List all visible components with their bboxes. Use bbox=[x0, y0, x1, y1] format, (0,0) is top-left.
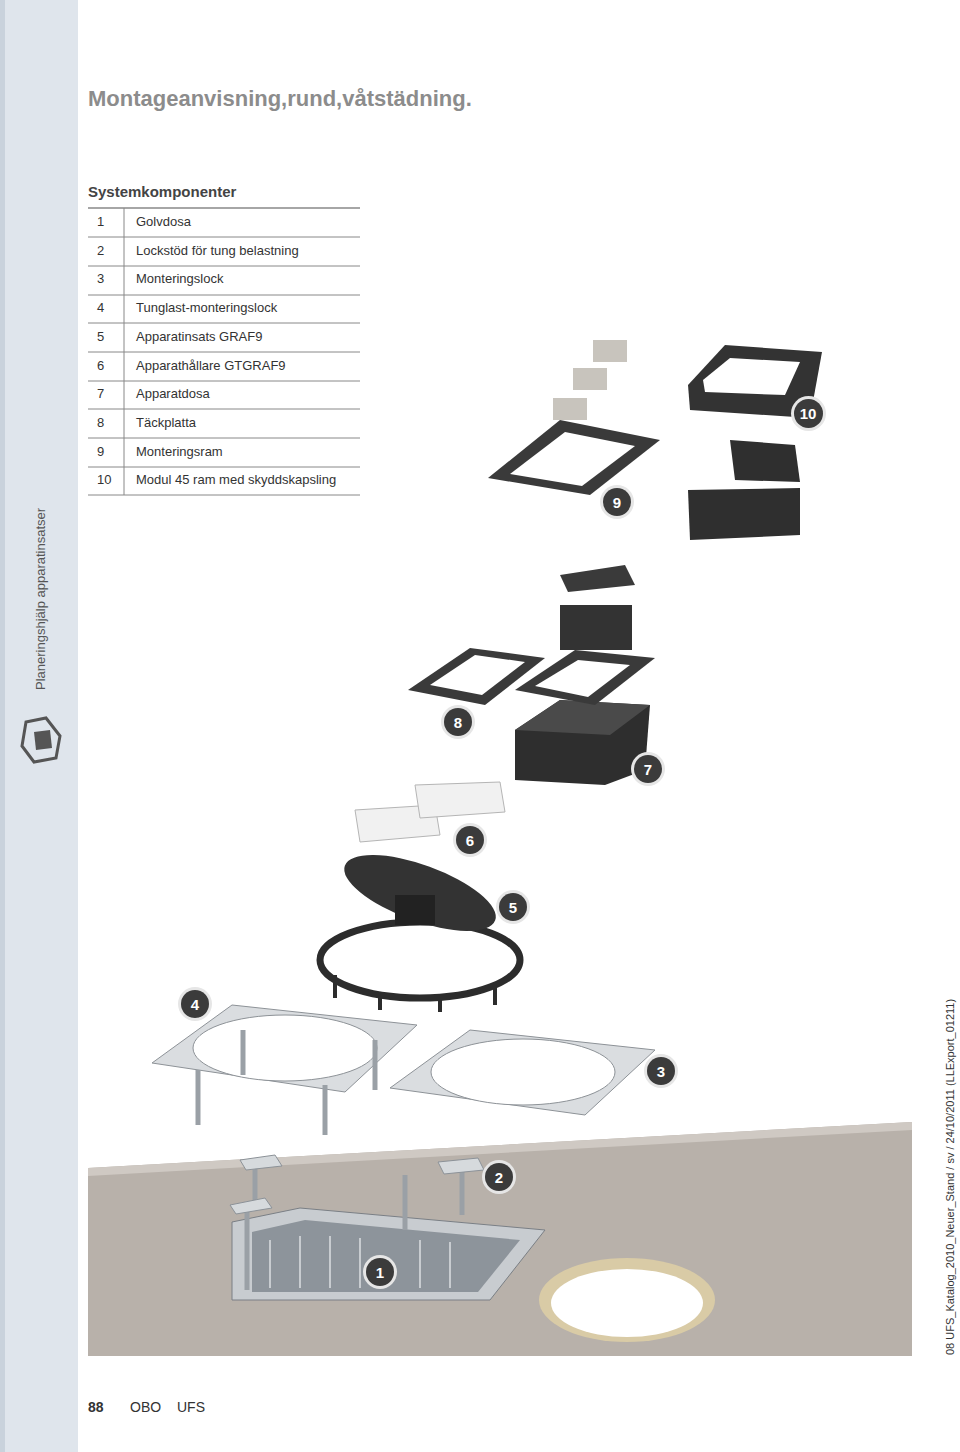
callout-text: 7 bbox=[644, 762, 652, 777]
row-number: 3 bbox=[97, 271, 104, 286]
callout-text: 9 bbox=[613, 495, 621, 510]
component-name: Monteringslock bbox=[136, 271, 223, 286]
row-number: 1 bbox=[97, 214, 104, 229]
callout-text: 3 bbox=[657, 1064, 665, 1079]
callout-number: 5 bbox=[499, 893, 527, 921]
callout-text: 2 bbox=[495, 1170, 503, 1185]
row-number: 8 bbox=[97, 415, 104, 430]
component-name: Lockstöd för tung belastning bbox=[136, 243, 299, 258]
page-number: 88 bbox=[88, 1399, 104, 1415]
callout-number: 4 bbox=[181, 990, 209, 1018]
component-name: Monteringsram bbox=[136, 444, 223, 459]
row-number: 2 bbox=[97, 243, 104, 258]
component-name: Modul 45 ram med skyddskapsling bbox=[136, 472, 336, 487]
callout-number: 7 bbox=[634, 755, 662, 783]
row-number: 5 bbox=[97, 329, 104, 344]
callout-text: 6 bbox=[466, 833, 474, 848]
component-name: Apparatinsats GRAF9 bbox=[136, 329, 262, 344]
callout-text: 8 bbox=[454, 715, 462, 730]
row-number: 9 bbox=[97, 444, 104, 459]
callout-number: 2 bbox=[485, 1163, 513, 1191]
table-heading: Systemkomponenter bbox=[88, 183, 236, 200]
component-name: Apparathållare GTGRAF9 bbox=[136, 358, 286, 373]
callout-number: 1 bbox=[366, 1258, 394, 1286]
callout-number: 8 bbox=[444, 708, 472, 736]
product-line: UFS bbox=[177, 1399, 205, 1415]
callout-number: 9 bbox=[603, 488, 631, 516]
print-info: 08 UFS_Katalog_2010_Neuer_Stand / sv / 2… bbox=[944, 999, 956, 1355]
row-number: 4 bbox=[97, 300, 104, 315]
row-number: 6 bbox=[97, 358, 104, 373]
component-name: Tunglast-monteringslock bbox=[136, 300, 277, 315]
component-name: Golvdosa bbox=[136, 214, 191, 229]
row-number: 7 bbox=[97, 386, 104, 401]
callout-text: 1 bbox=[376, 1265, 384, 1280]
component-name: Täckplatta bbox=[136, 415, 196, 430]
row-number: 10 bbox=[97, 472, 111, 487]
page-title: Montageanvisning,rund,våtstädning. bbox=[88, 86, 472, 112]
callout-number: 6 bbox=[456, 826, 484, 854]
callout-number: 10 bbox=[794, 399, 823, 428]
component-name: Apparatdosa bbox=[136, 386, 210, 401]
callout-text: 4 bbox=[191, 997, 199, 1012]
brand: OBO bbox=[130, 1399, 161, 1415]
callout-text: 5 bbox=[509, 900, 517, 915]
side-tab-text: Planeringshjälp apparatinsatser bbox=[33, 508, 48, 690]
callout-text: 10 bbox=[800, 406, 817, 421]
callout-number: 3 bbox=[647, 1057, 675, 1085]
